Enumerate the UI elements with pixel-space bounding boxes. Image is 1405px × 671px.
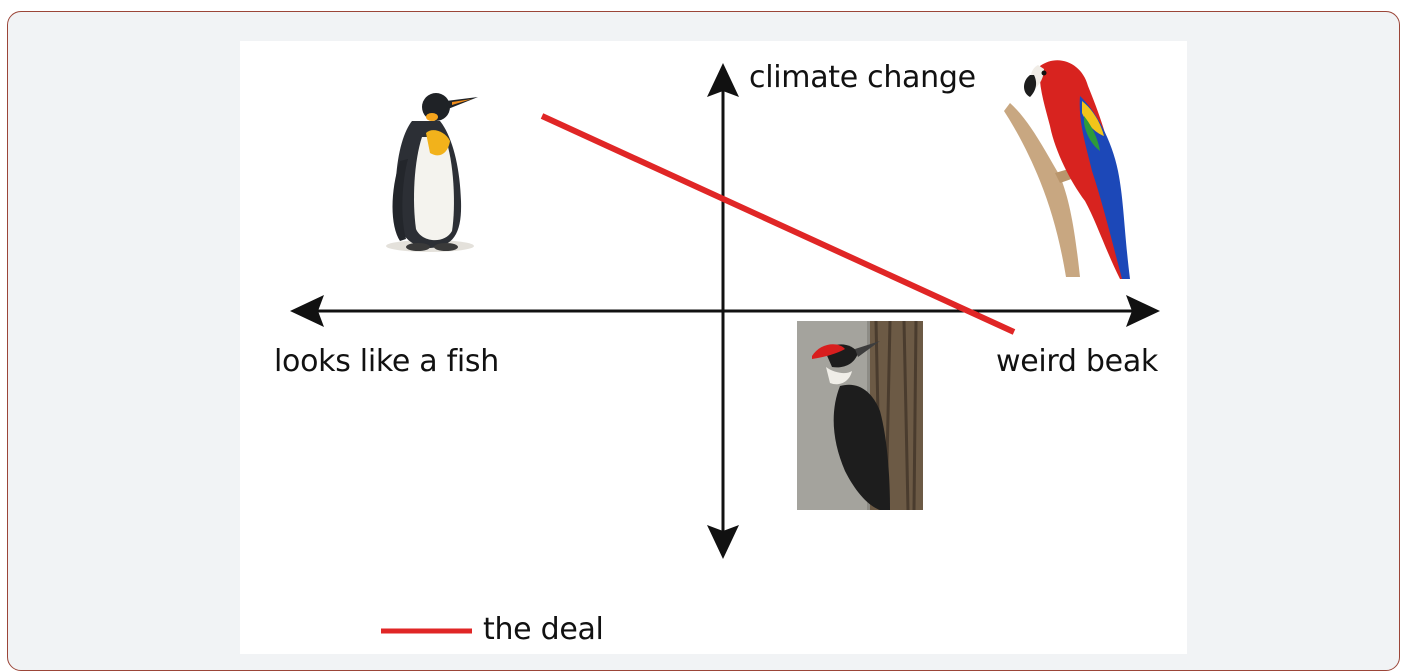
content-frame: climate change looks like a fish weird b… bbox=[7, 11, 1400, 671]
legend-label: the deal bbox=[483, 612, 604, 647]
penguin-image bbox=[386, 93, 478, 252]
x-axis-left-arrow bbox=[290, 295, 324, 327]
diagram-canvas bbox=[290, 60, 1160, 634]
axis-label-top: climate change bbox=[749, 60, 976, 95]
axis-label-right: weird beak bbox=[996, 344, 1158, 379]
y-axis-bottom-arrow bbox=[707, 525, 739, 559]
the-deal-line bbox=[540, 113, 1016, 335]
y-axis-top-arrow bbox=[707, 63, 739, 97]
quadrant-diagram: climate change looks like a fish weird b… bbox=[240, 41, 1187, 654]
parrot-image bbox=[1004, 60, 1130, 279]
woodpecker-image bbox=[797, 320, 923, 511]
x-axis-right-arrow bbox=[1126, 295, 1160, 327]
axis-label-left: looks like a fish bbox=[274, 344, 499, 379]
